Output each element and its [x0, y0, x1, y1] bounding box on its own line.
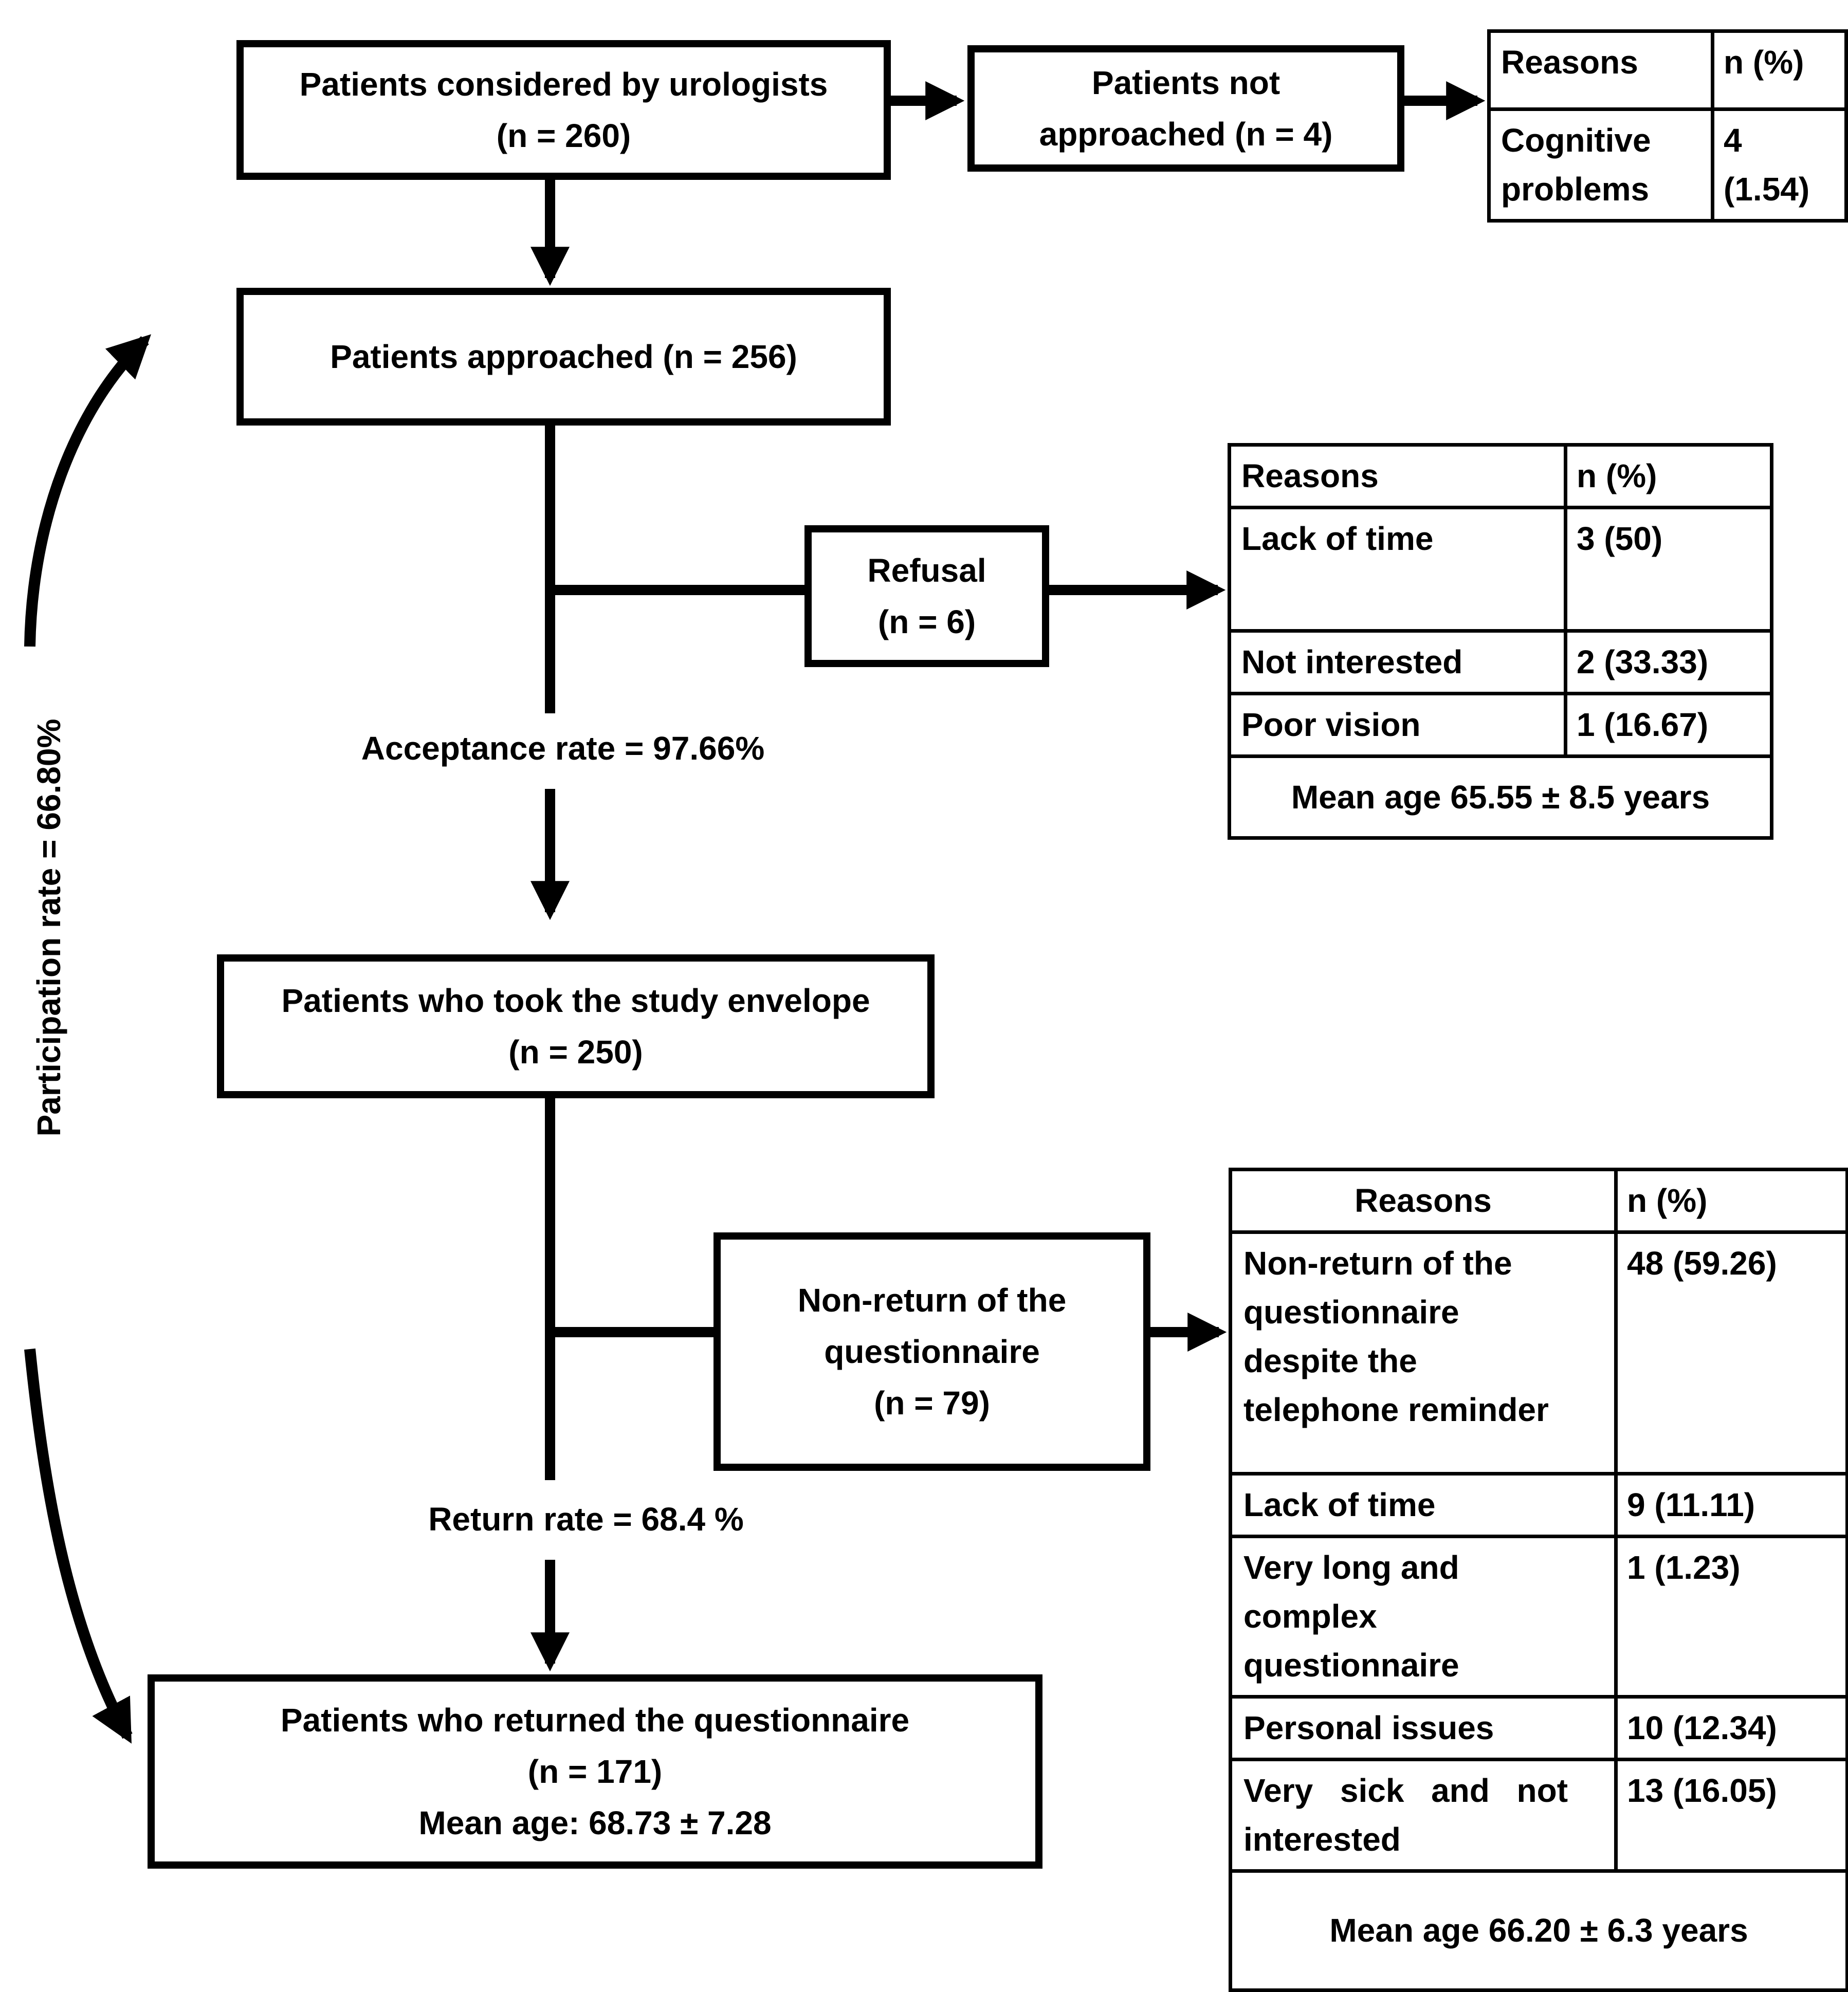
- t1-cell-value: 4 (1.54): [1711, 107, 1848, 223]
- t2-header-n: n (%): [1564, 443, 1773, 509]
- t3-header-reasons: Reasons: [1229, 1168, 1618, 1234]
- t2-cell-reason: Not interested: [1228, 629, 1567, 695]
- table-row: Very long and complex questionnaire 1 (1…: [1229, 1535, 1848, 1699]
- table-row: Reasons n (%): [1229, 1168, 1848, 1234]
- box-study-envelope-line1: Patients who took the study envelope: [281, 982, 870, 1019]
- box-refusal: Refusal (n = 6): [804, 525, 1049, 667]
- table-row: Lack of time 3 (50): [1228, 506, 1773, 633]
- table-row: Cognitive problems 4 (1.54): [1487, 107, 1848, 223]
- participation-rate-label: Participation rate = 66.80%: [30, 718, 67, 1137]
- box-patients-returned-line3: Mean age: 68.73 ± 7.28: [418, 1804, 772, 1841]
- t1-header-n: n (%): [1711, 29, 1848, 111]
- t2-cell-value: 3 (50): [1564, 506, 1773, 633]
- t3-footer-line1: Mean age: [1329, 1912, 1479, 1949]
- table-refusal-reasons: Reasons n (%) Lack of time 3 (50) Not in…: [1228, 443, 1773, 840]
- table-non-return-reasons: Reasons n (%) Non-return of the question…: [1229, 1168, 1848, 1992]
- box-patients-not-approached-line2: approached (n = 4): [1039, 116, 1333, 153]
- t3-footer-mean-age: Mean age 66.20 ± 6.3 years: [1229, 1869, 1848, 1992]
- table-row: Not interested 2 (33.33): [1228, 629, 1773, 695]
- box-patients-not-approached-line1: Patients not: [1091, 64, 1280, 101]
- acceptance-rate-label: Acceptance rate = 97.66%: [361, 730, 765, 767]
- connector-arrows: [24, 81, 1486, 1744]
- return-rate-label: Return rate = 68.4 %: [428, 1501, 744, 1538]
- t2-cell-value: 1 (16.67): [1564, 692, 1773, 758]
- table-row: Non-return of the questionnaire despite …: [1229, 1230, 1848, 1475]
- t2-footer-mean-age: Mean age 65.55 ± 8.5 years: [1228, 754, 1773, 840]
- box-study-envelope-line2: (n = 250): [508, 1034, 643, 1071]
- table-row: Mean age 66.20 ± 6.3 years: [1229, 1869, 1848, 1992]
- box-patients-considered: Patients considered by urologists (n = 2…: [236, 40, 891, 180]
- box-non-return-line2: questionnaire: [824, 1333, 1040, 1370]
- t2-footer-line2: 65.55 ± 8.5 years: [1450, 778, 1710, 816]
- box-patients-returned: Patients who returned the questionnaire …: [148, 1674, 1042, 1869]
- t2-footer-line1: Mean age: [1291, 778, 1441, 816]
- table-row: Poor vision 1 (16.67): [1228, 692, 1773, 758]
- box-patients-returned-line2: (n = 171): [527, 1753, 663, 1790]
- t3-footer-line2: 66.20 ± 6.3 years: [1488, 1912, 1748, 1949]
- t3-header-n: n (%): [1614, 1168, 1848, 1234]
- box-refusal-line2: (n = 6): [877, 603, 976, 640]
- box-patients-approached: Patients approached (n = 256): [236, 288, 891, 426]
- t2-cell-value: 2 (33.33): [1564, 629, 1773, 695]
- t1-cell-reason: Cognitive problems: [1487, 107, 1714, 223]
- table-row: Reasons n (%): [1228, 443, 1773, 509]
- t3-cell-value: 48 (59.26): [1614, 1230, 1848, 1475]
- t3-cell-value: 9 (11.11): [1614, 1472, 1848, 1538]
- t2-cell-reason: Lack of time: [1228, 506, 1567, 633]
- box-patients-not-approached: Patients not approached (n = 4): [967, 45, 1404, 172]
- table-row: Lack of time 9 (11.11): [1229, 1472, 1848, 1538]
- box-refusal-line1: Refusal: [867, 552, 986, 589]
- box-non-return-line3: (n = 79): [874, 1385, 990, 1422]
- t3-cell-reason: Very long and complex questionnaire: [1229, 1535, 1618, 1699]
- t3-cell-value: 10 (12.34): [1614, 1695, 1848, 1761]
- box-patients-considered-line2: (n = 260): [496, 117, 631, 154]
- table-row: Mean age 65.55 ± 8.5 years: [1228, 754, 1773, 840]
- box-non-return: Non-return of the questionnaire (n = 79): [713, 1232, 1150, 1471]
- t2-header-reasons: Reasons: [1228, 443, 1567, 509]
- table-not-approached-reasons: Reasons n (%) Cognitive problems 4 (1.54…: [1487, 29, 1848, 223]
- table-row: Personal issues 10 (12.34): [1229, 1695, 1848, 1761]
- box-patients-considered-line1: Patients considered by urologists: [299, 66, 828, 103]
- t3-cell-reason: Personal issues: [1229, 1695, 1618, 1761]
- box-study-envelope: Patients who took the study envelope (n …: [217, 954, 935, 1098]
- t3-cell-reason: Non-return of the questionnaire despite …: [1229, 1230, 1618, 1475]
- t3-cell-value: 1 (1.23): [1614, 1535, 1848, 1699]
- t3-cell-reason: Lack of time: [1229, 1472, 1618, 1538]
- table-row: Very sick and not interested 13 (16.05): [1229, 1758, 1848, 1873]
- t1-header-reasons: Reasons: [1487, 29, 1714, 111]
- box-non-return-line1: Non-return of the: [797, 1282, 1067, 1319]
- table-row: Reasons n (%): [1487, 29, 1848, 111]
- patient-flowchart: Patients considered by urologists (n = 2…: [24, 29, 1848, 1992]
- box-patients-returned-line1: Patients who returned the questionnaire: [280, 1702, 910, 1739]
- t2-cell-reason: Poor vision: [1228, 692, 1567, 758]
- box-patients-approached-line1: Patients approached (n = 256): [330, 338, 797, 375]
- t3-cell-value: 13 (16.05): [1614, 1758, 1848, 1873]
- t3-cell-reason: Very sick and not interested: [1229, 1758, 1618, 1873]
